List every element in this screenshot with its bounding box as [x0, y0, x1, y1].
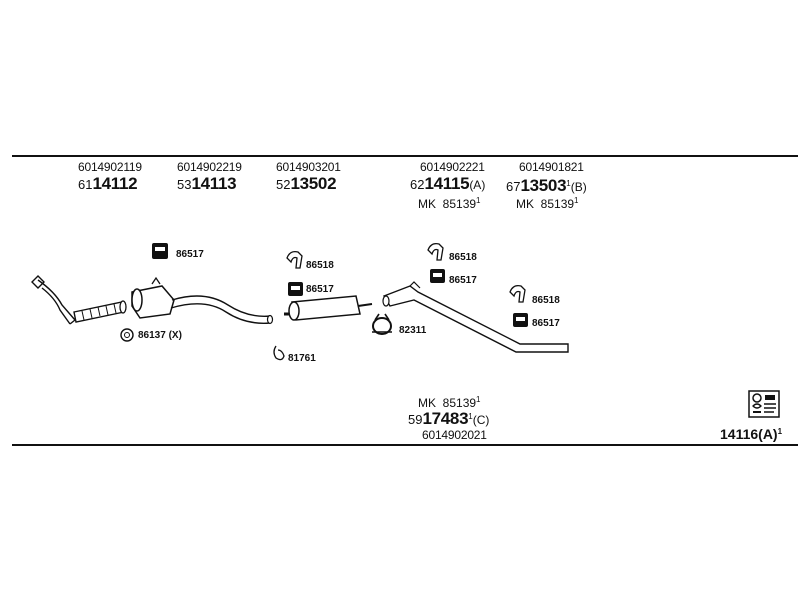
part-label: 86517: [449, 275, 477, 286]
bottom-part-number[interactable]: 59174831(C): [408, 408, 489, 429]
mk-prefix: MK: [418, 396, 436, 410]
tail-pipe[interactable]: [382, 281, 569, 353]
part-label: 86517: [176, 249, 204, 260]
mk-part: 85139: [442, 396, 477, 410]
bottom-ref-number: 6014902021: [422, 428, 487, 442]
front-silencer[interactable]: [131, 276, 274, 325]
part-prefix: 53: [177, 177, 192, 192]
part-sup: 1: [468, 412, 473, 421]
top-rule: [12, 155, 798, 157]
part-main: 17483: [422, 409, 469, 428]
rubber-mount-icon[interactable]: [288, 282, 303, 296]
part-label: 81761: [288, 353, 316, 364]
part-prefix: 62: [410, 177, 425, 192]
part-main: 13502: [290, 174, 337, 193]
part-number[interactable]: 67135031(B): [506, 175, 587, 196]
part-label: 86517: [532, 318, 560, 329]
kit-code-text: 14116(A): [720, 426, 778, 442]
part-suffix: (B): [570, 180, 587, 194]
part-label: 86518: [449, 252, 477, 263]
part-main: 14113: [191, 174, 237, 193]
gasket-ring-icon[interactable]: [120, 328, 134, 342]
rubber-mount-icon[interactable]: [430, 269, 445, 283]
bracket-icon[interactable]: [286, 250, 303, 269]
ref-number: 6014902119: [78, 160, 142, 174]
rear-silencer[interactable]: [284, 295, 373, 321]
part-suffix: (C): [472, 413, 490, 427]
assembly-kit-icon[interactable]: [748, 390, 780, 418]
mk-number[interactable]: MK 851391: [516, 194, 579, 211]
front-pipe[interactable]: [31, 275, 76, 325]
mk-part: 85139: [442, 197, 477, 211]
part-prefix: 52: [276, 177, 291, 192]
mk-sup: 1: [574, 196, 579, 205]
mk-part: 85139: [540, 197, 575, 211]
part-number[interactable]: 6214115(A): [410, 175, 485, 194]
part-label: 86137 (X): [138, 330, 182, 341]
ref-number: 6014901821: [519, 160, 584, 174]
part-suffix: (A): [469, 178, 486, 192]
part-prefix: 67: [506, 179, 521, 194]
part-main: 13503: [520, 176, 567, 195]
part-sup: 1: [566, 179, 571, 188]
ref-number: 6014902221: [420, 160, 485, 174]
kit-code-sup: 1: [777, 427, 783, 436]
mk-number[interactable]: MK 851391: [418, 194, 481, 211]
kit-code[interactable]: 14116(A)1: [720, 426, 782, 442]
mk-sup: 1: [476, 395, 481, 404]
rubber-mount-icon[interactable]: [513, 313, 528, 327]
part-prefix: 59: [408, 412, 423, 427]
mk-sup: 1: [476, 196, 481, 205]
part-label: 86518: [306, 260, 334, 271]
bracket-icon[interactable]: [509, 284, 526, 303]
bracket-icon[interactable]: [427, 242, 444, 261]
ref-number: 6014902219: [177, 160, 242, 174]
ref-number: 6014903201: [276, 160, 341, 174]
part-label: 86518: [532, 295, 560, 306]
mk-prefix: MK: [516, 197, 534, 211]
part-prefix: 61: [78, 177, 93, 192]
part-number[interactable]: 6114112: [78, 174, 138, 194]
clamp-icon[interactable]: [372, 313, 392, 335]
part-main: 14115: [424, 174, 470, 193]
part-label: 82311: [399, 325, 427, 336]
part-main: 14112: [92, 174, 138, 193]
rubber-mount-icon[interactable]: [152, 243, 168, 259]
mk-prefix: MK: [418, 197, 436, 211]
flexible-pipe[interactable]: [73, 300, 127, 323]
part-number[interactable]: 5314113: [177, 174, 237, 194]
bottom-mk-number[interactable]: MK 851391: [418, 393, 481, 410]
part-number[interactable]: 5213502: [276, 174, 337, 194]
hanger-hook-icon[interactable]: [273, 345, 285, 361]
part-label: 86517: [306, 284, 334, 295]
bottom-rule: [12, 444, 798, 446]
